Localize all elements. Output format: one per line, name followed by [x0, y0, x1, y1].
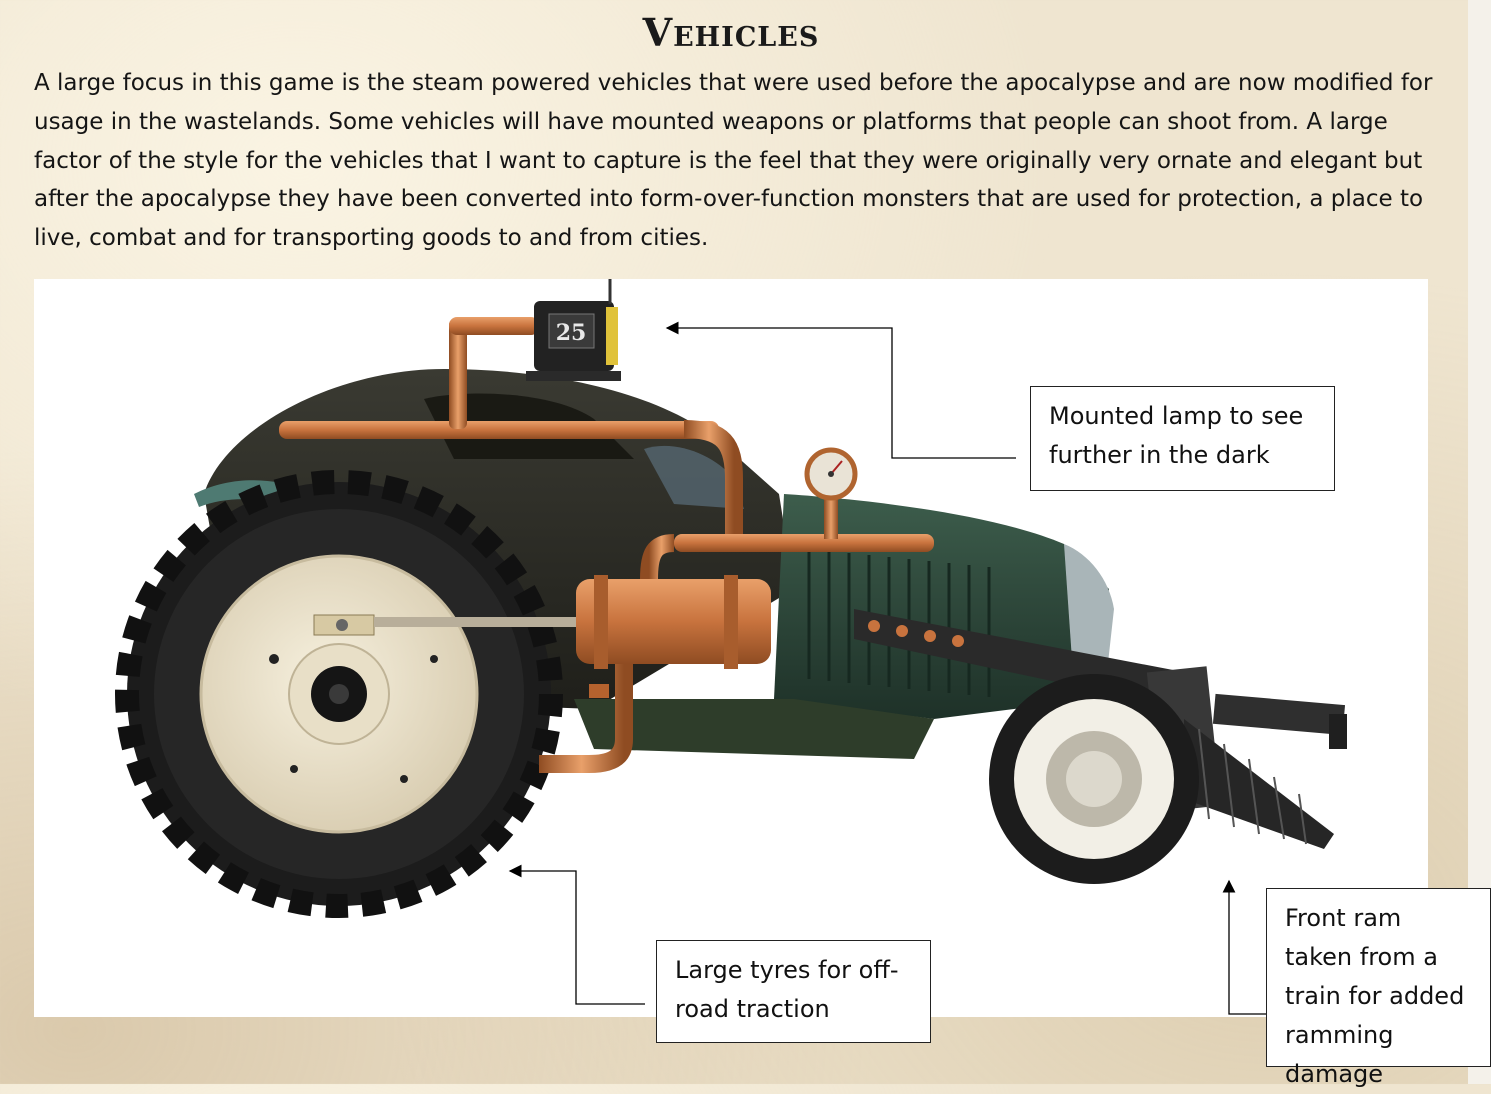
rear-tractor-wheel	[115, 470, 563, 918]
intro-paragraph: A large focus in this game is the steam …	[34, 70, 1433, 252]
lamp-arrow	[665, 321, 1016, 459]
copper-pipes	[279, 317, 934, 773]
steam-vehicle-illustration: 25	[115, 279, 1347, 918]
lamp-number: 25	[556, 320, 587, 346]
page-edge	[1468, 0, 1491, 1084]
ram-arrow	[1222, 879, 1266, 1015]
tyre-arrow	[508, 864, 645, 1005]
pressure-gauge-icon	[804, 447, 858, 501]
ram-callout: Front ram taken from a train for added r…	[1266, 888, 1491, 1088]
page-title: Vehicles	[642, 10, 820, 55]
piston-rod	[374, 617, 594, 627]
lamp-callout: Mounted lamp to see further in the dark	[1030, 386, 1335, 491]
mounted-lamp: 25	[526, 279, 621, 381]
tyre-callout: Large tyres for off-road traction	[656, 940, 931, 1043]
front-wheel	[989, 674, 1199, 884]
